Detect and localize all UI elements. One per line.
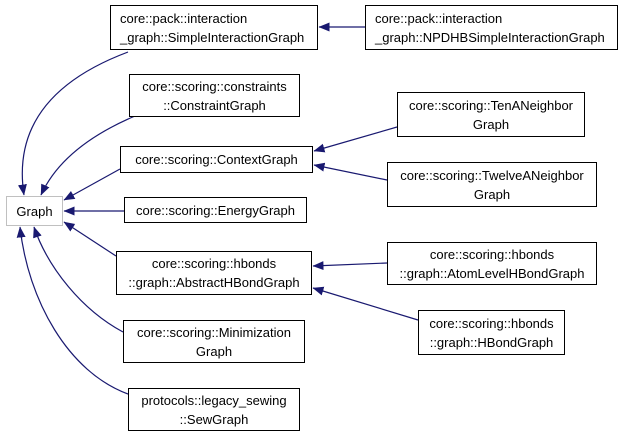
- inheritance-edge-atomlevel-to-abstracthb: [312, 261, 388, 271]
- node-label-line: Graph: [473, 186, 511, 202]
- node-context[interactable]: core::scoring::ContextGraph: [120, 146, 313, 173]
- node-label-line: Graph: [16, 203, 53, 219]
- inheritance-edge-minimization-to-graph: [33, 226, 124, 333]
- node-label-line: _graph::SimpleInteractionGraph: [120, 29, 305, 45]
- inheritance-edge-tenA-to-context: [313, 126, 398, 153]
- inheritance-edge-constraint-to-graph: [40, 115, 136, 196]
- node-label-line: core::scoring::TenANeighbor: [408, 97, 574, 113]
- node-label-line: core::scoring::Minimization: [137, 324, 291, 340]
- node-label-line: core::pack::interaction: [120, 10, 248, 26]
- inheritance-edge-sew-to-graph: [16, 226, 129, 395]
- inheritance-edge-hbond-to-abstracthb: [312, 286, 419, 321]
- node-label-line: core::scoring::hbonds: [429, 315, 554, 331]
- node-energy[interactable]: core::scoring::EnergyGraph: [124, 197, 307, 223]
- node-label-line: core::pack::interaction: [375, 10, 503, 26]
- node-label-line: core::scoring::ContextGraph: [135, 152, 298, 167]
- node-npdhb[interactable]: core::pack::interaction_graph::NPDHBSimp…: [365, 5, 618, 50]
- node-label-line: ::SewGraph: [179, 411, 249, 427]
- node-abstracthb[interactable]: core::scoring::hbonds::graph::AbstractHB…: [116, 251, 312, 295]
- node-label-line: ::graph::HBondGraph: [429, 334, 554, 350]
- node-sew[interactable]: protocols::legacy_sewing::SewGraph: [128, 388, 300, 431]
- node-hbond[interactable]: core::scoring::hbonds::graph::HBondGraph: [418, 310, 565, 355]
- inheritance-edge-context-to-graph: [63, 168, 121, 201]
- inheritance-edge-simple-to-graph: [17, 51, 129, 196]
- inheritance-edge-abstracthb-to-graph: [63, 221, 117, 257]
- node-label-line: core::scoring::constraints: [142, 78, 287, 94]
- node-atomlevel[interactable]: core::scoring::hbonds::graph::AtomLevelH…: [387, 242, 597, 285]
- node-label-line: ::ConstraintGraph: [163, 97, 266, 113]
- node-label-line: core::scoring::EnergyGraph: [136, 202, 295, 218]
- node-label-line: ::graph::AtomLevelHBondGraph: [399, 265, 585, 281]
- inheritance-edge-twelveA-to-context: [313, 162, 388, 181]
- node-constraint[interactable]: core::scoring::constraints::ConstraintGr…: [129, 74, 300, 117]
- node-label-line: core::scoring::hbonds: [151, 256, 277, 271]
- node-label-line: Graph: [195, 343, 233, 359]
- node-label-line: ::graph::AbstractHBondGraph: [128, 275, 300, 290]
- node-simple[interactable]: core::pack::interaction_graph::SimpleInt…: [110, 5, 318, 50]
- node-label-line: _graph::NPDHBSimpleInteractionGraph: [375, 29, 605, 45]
- node-label-line: core::scoring::TwelveANeighbor: [400, 167, 584, 183]
- node-label-line: Graph: [472, 116, 510, 132]
- node-label-line: protocols::legacy_sewing: [141, 392, 287, 408]
- node-graph: Graph: [6, 196, 63, 226]
- node-label-line: core::scoring::hbonds: [429, 246, 555, 262]
